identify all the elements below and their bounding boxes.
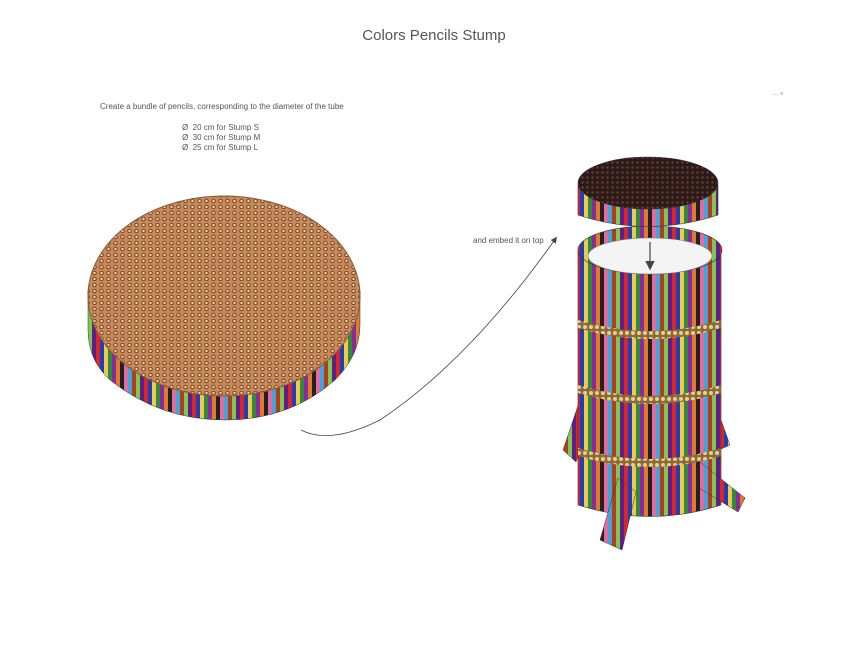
fin-front-left xyxy=(599,477,637,551)
corner-mark: ..... v xyxy=(772,91,783,97)
pencil-stump xyxy=(562,156,746,551)
fin-front-right xyxy=(695,461,746,513)
embed-label: and embed it on top xyxy=(473,236,544,245)
embed-arrow xyxy=(300,236,557,436)
instruction-text: Create a bundle of pencils, correspondin… xyxy=(100,102,344,111)
size-list: Ø 20 cm for Stump S Ø 30 cm for Stump M … xyxy=(182,123,260,153)
page-title: Colors Pencils Stump xyxy=(362,27,506,44)
size-item-s: Ø 20 cm for Stump S xyxy=(182,123,259,132)
size-item-m: Ø 30 cm for Stump M xyxy=(182,133,261,142)
size-item-l: Ø 25 cm for Stump L xyxy=(182,143,259,152)
pencil-bundle xyxy=(87,195,361,421)
lid-top xyxy=(577,156,719,210)
